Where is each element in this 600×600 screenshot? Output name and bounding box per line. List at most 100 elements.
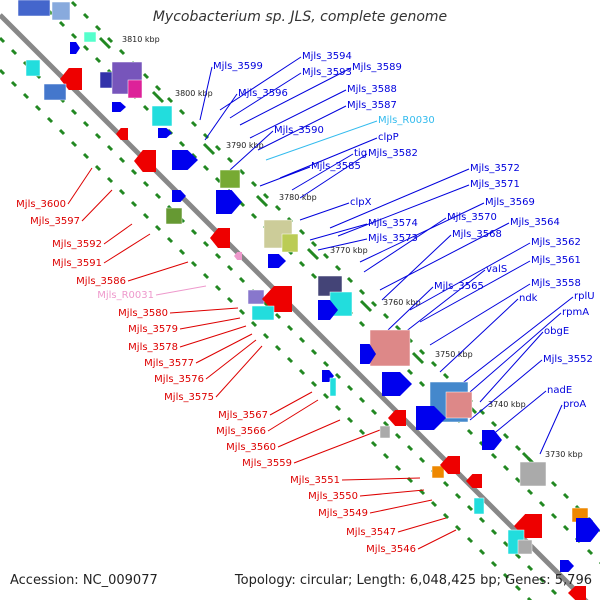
track-dot (202, 164, 210, 172)
gene-arrow-reverse[interactable] (262, 286, 292, 312)
gene-arrow-reverse[interactable] (466, 474, 482, 488)
gene-arrow-forward[interactable] (158, 128, 172, 138)
track-dot (406, 444, 414, 452)
gene-label-reverse: Mjls_3566 (216, 426, 266, 437)
gene-arrow-reverse[interactable] (134, 150, 156, 172)
track-dot (34, 104, 42, 112)
gene-label-forward: Mjls_3570 (447, 212, 497, 223)
label-leader (179, 325, 247, 348)
track-dot (382, 420, 390, 428)
gene-block[interactable] (281, 233, 299, 253)
accession-text: Accession: NC_009077 (10, 573, 158, 588)
label-leader (381, 234, 452, 301)
gene-block[interactable] (251, 305, 275, 321)
gene-label-reverse: Mjls_3551 (290, 475, 340, 486)
label-leader (309, 223, 368, 241)
track-dot (382, 312, 390, 320)
track-dot (346, 416, 354, 424)
track-dot (0, 36, 6, 44)
gene-label-reverse: Mjls_3592 (52, 239, 102, 250)
gene-block[interactable] (247, 289, 265, 305)
gene-block[interactable] (219, 169, 241, 189)
track-dot (394, 432, 402, 440)
track-dot (70, 32, 78, 40)
track-dot (502, 540, 510, 548)
track-dot (0, 68, 6, 76)
gene-block[interactable] (151, 105, 173, 127)
gene-arrow-forward[interactable] (576, 518, 600, 542)
track-dot (82, 12, 90, 20)
track-dot (502, 432, 510, 440)
gene-label-forward: proA (563, 399, 586, 410)
genome-backbone (0, 13, 589, 600)
gene-block[interactable] (473, 497, 485, 515)
gene-arrow-reverse[interactable] (116, 128, 128, 140)
track-dot (346, 276, 354, 284)
gene-block[interactable] (43, 83, 67, 101)
gene-block[interactable] (25, 59, 41, 77)
label-leader (267, 399, 319, 432)
gene-arrow-forward[interactable] (268, 254, 286, 268)
label-leader (359, 489, 425, 497)
gene-arrow-reverse[interactable] (568, 586, 586, 600)
tick-mark (306, 247, 320, 261)
track-dot (226, 296, 234, 304)
track-dot (514, 476, 522, 484)
track-dot (250, 320, 258, 328)
gene-label-reverse: Mjls_3567 (218, 410, 268, 421)
gene-arrow-forward[interactable] (172, 190, 186, 202)
track-dot (142, 72, 150, 80)
gene-block[interactable] (369, 329, 411, 367)
gene-block[interactable] (165, 207, 183, 225)
gene-block[interactable] (519, 461, 547, 487)
gene-label-reverse: Mjls_3547 (346, 527, 396, 538)
track-dot (166, 236, 174, 244)
gene-arrow-reverse[interactable] (440, 456, 460, 474)
gene-block[interactable] (517, 539, 533, 555)
gene-label-forward: Mjls_3590 (274, 125, 324, 136)
gene-arrow-reverse[interactable] (210, 228, 230, 248)
track-dot (10, 48, 18, 56)
gene-features[interactable] (17, 0, 600, 600)
track-dot (166, 96, 174, 104)
gene-arrow-forward[interactable] (416, 406, 446, 430)
gene-arrow-forward[interactable] (216, 190, 242, 214)
label-leader (259, 166, 311, 187)
gene-arrow-forward[interactable] (172, 150, 198, 170)
label-leader (329, 168, 470, 229)
gene-block[interactable] (17, 0, 51, 17)
track-dot (514, 552, 522, 560)
gene-block[interactable] (329, 377, 337, 397)
gene-block[interactable] (127, 79, 143, 99)
gene-arrow-forward[interactable] (318, 300, 338, 320)
gene-block[interactable] (445, 391, 473, 419)
label-leader (359, 202, 485, 263)
track-dot (562, 492, 570, 500)
label-leader (103, 233, 151, 264)
gene-label-reverse: Mjls_3578 (128, 342, 178, 353)
gene-arrow-forward[interactable] (360, 344, 376, 364)
track-dot (178, 108, 186, 116)
gene-block[interactable] (83, 31, 97, 43)
gene-arrow-forward[interactable] (382, 372, 412, 396)
track-dot (142, 104, 150, 112)
label-leader (277, 419, 341, 448)
label-leader (155, 285, 207, 296)
gene-arrow-forward[interactable] (112, 102, 126, 112)
gene-arrow-forward[interactable] (70, 42, 80, 54)
label-leader (67, 167, 93, 205)
gene-block[interactable] (431, 465, 445, 479)
label-leader (417, 529, 457, 550)
track-dot (466, 536, 474, 544)
track-dot (394, 464, 402, 472)
gene-arrow-forward[interactable] (482, 430, 502, 450)
gene-arrow-reverse[interactable] (234, 252, 242, 260)
gene-block[interactable] (51, 1, 71, 21)
gene-arrow-reverse[interactable] (388, 410, 406, 426)
track-dot (502, 572, 510, 580)
gene-block[interactable] (379, 425, 391, 439)
gene-arrow-forward[interactable] (560, 560, 574, 572)
track-dot (190, 260, 198, 268)
tick-mark (255, 194, 269, 208)
